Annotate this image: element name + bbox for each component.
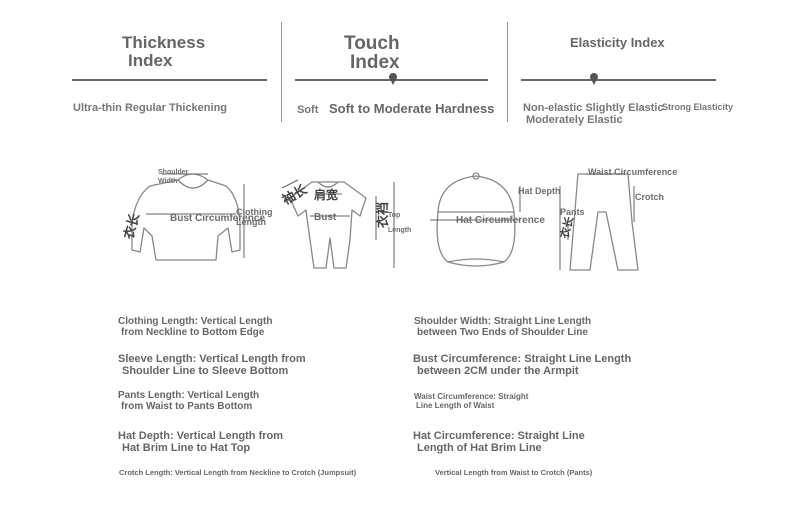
label-top: Top — [388, 212, 401, 219]
hoodie-icon — [131, 173, 241, 261]
label-bust-circumference: Bust Circumference — [170, 213, 266, 224]
def-pants-length: Pants Length: Vertical Length from Waist… — [118, 390, 260, 412]
touch-option-soft: Soft — [297, 104, 319, 116]
touch-option-selected: Soft to Moderate Hardness — [329, 101, 495, 116]
jumpsuit-icon — [289, 181, 367, 269]
divider — [507, 22, 508, 122]
elasticity-scale-line — [521, 79, 716, 81]
def-waist-circumference: Waist Circumference: Straight Line Lengt… — [414, 392, 529, 410]
thickness-scale-line — [72, 79, 267, 81]
touch-marker-icon — [389, 73, 397, 85]
elasticity-marker-icon — [590, 73, 598, 85]
label-hat-depth: Hat Depth — [518, 186, 561, 196]
def-hat-depth: Hat Depth: Vertical Length from Hat Brim… — [118, 430, 284, 454]
def-sleeve-length: Sleeve Length: Vertical Length from Shou… — [118, 353, 306, 377]
label-shoulder-width: Shoulder Width — [158, 169, 189, 185]
cap-icon — [437, 175, 515, 213]
divider — [281, 22, 282, 122]
elasticity-option-c: Moderately Elastic — [526, 114, 623, 126]
elasticity-option-a: Non-elastic Slightly Elastic — [523, 102, 664, 114]
def-bust-circumference: Bust Circumference: Straight Line Length… — [413, 353, 632, 377]
elasticity-index-title: Elasticity Index — [570, 35, 665, 50]
elasticity-option-b: Strong Elasticity — [662, 102, 734, 112]
thickness-options: Ultra-thin Regular Thickening — [73, 102, 228, 114]
label-bust: Bust — [314, 212, 337, 223]
label-hat-circumference: Hat Circumference — [456, 215, 545, 226]
label-pants: Pants — [560, 207, 585, 217]
def-crotch-length-pants: Vertical Length from Waist to Crotch (Pa… — [435, 468, 593, 477]
def-hat-circumference: Hat Circumference: Straight Line Length … — [413, 430, 585, 454]
touch-index-title: Touch Index — [344, 33, 400, 73]
def-crotch-length-jumpsuit: Crotch Length: Vertical Length from Neck… — [119, 468, 357, 477]
label-shoulder-cn: 肩宽 — [314, 188, 339, 202]
def-shoulder-width: Shoulder Width: Straight Line Length bet… — [414, 316, 592, 338]
def-clothing-length: Clothing Length: Vertical Length from Ne… — [118, 316, 273, 338]
label-crotch: Crotch — [635, 192, 664, 202]
thickness-index-title: Thickness Index — [122, 33, 206, 70]
label-clothing-length: Clothing Length — [236, 207, 273, 227]
label-waist-circumference: Waist Circumference — [588, 167, 678, 177]
pants-icon — [569, 173, 639, 271]
label-length: Length — [388, 227, 412, 234]
